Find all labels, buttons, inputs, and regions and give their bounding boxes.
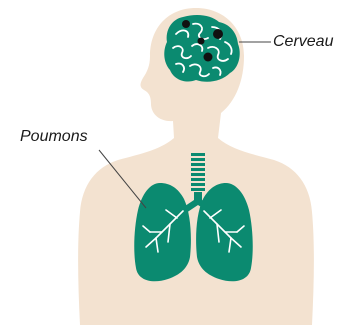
brain-label: Cerveau [273, 33, 333, 51]
lungs-label: Poumons [20, 128, 88, 146]
